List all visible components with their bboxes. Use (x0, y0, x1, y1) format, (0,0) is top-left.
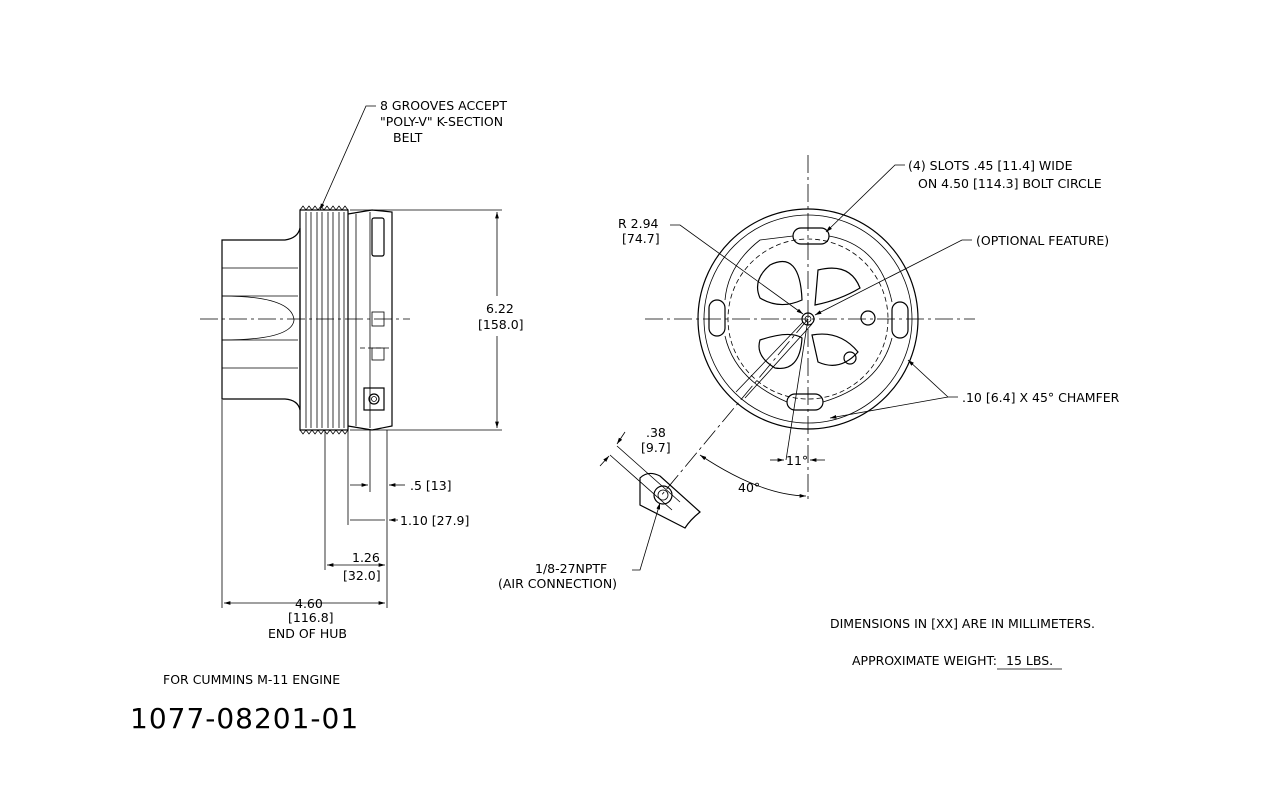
slots-note-line-2: ON 4.50 [114.3] BOLT CIRCLE (918, 176, 1102, 191)
application-note: FOR CUMMINS M-11 ENGINE (163, 672, 340, 687)
pulley-grooves (299, 205, 349, 435)
dim-a: .5 [13] (410, 478, 452, 493)
angle-large: 40° (738, 480, 760, 495)
diameter-mm: [158.0] (478, 317, 524, 332)
port-thread: 1/8-27NPTF (535, 561, 607, 576)
part-number: 1077-08201-01 (130, 702, 359, 735)
dim-c-inch: 1.26 (352, 550, 380, 565)
title-block: FOR CUMMINS M-11 ENGINE 1077-08201-01 (130, 672, 359, 735)
port-thread-note: (AIR CONNECTION) (498, 576, 617, 591)
weight-value: 15 LBS. (1006, 653, 1053, 668)
chamfer-note: .10 [6.4] X 45° CHAMFER (962, 390, 1120, 405)
port-depth-inch: .38 (646, 425, 666, 440)
slots-note-line-1: (4) SLOTS .45 [11.4] WIDE (908, 158, 1073, 173)
units-note: DIMENSIONS IN [XX] ARE IN MILLIMETERS. (830, 616, 1095, 631)
port-detail: .38 [9.7] 1/8-27NPTF (AIR CONNECTION) (498, 425, 701, 591)
groove-note-line-2: "POLY-V" K-SECTION (380, 114, 503, 129)
front-view: (4) SLOTS .45 [11.4] WIDE ON 4.50 [114.3… (618, 155, 1120, 500)
dim-d-note: END OF HUB (268, 626, 347, 641)
weight-label: APPROXIMATE WEIGHT: (852, 653, 997, 668)
groove-note-line-1: 8 GROOVES ACCEPT (380, 98, 507, 113)
radius-mm: [74.7] (622, 231, 660, 246)
side-view: 8 GROOVES ACCEPT "POLY-V" K-SECTION BELT… (200, 98, 524, 641)
groove-note-line-3: BELT (393, 130, 423, 145)
port-depth-mm: [9.7] (641, 440, 671, 455)
dim-d-mm: [116.8] (288, 610, 334, 625)
optional-feature-note: (OPTIONAL FEATURE) (976, 233, 1109, 248)
angle-small: 11° (786, 453, 808, 468)
dim-d-inch: 4.60 (295, 596, 323, 611)
dim-b: 1.10 [27.9] (400, 513, 469, 528)
drawing-notes: DIMENSIONS IN [XX] ARE IN MILLIMETERS. A… (830, 616, 1095, 670)
diameter-inch: 6.22 (486, 301, 514, 316)
dim-c-mm: [32.0] (343, 568, 381, 583)
radius-inch: R 2.94 (618, 216, 659, 231)
